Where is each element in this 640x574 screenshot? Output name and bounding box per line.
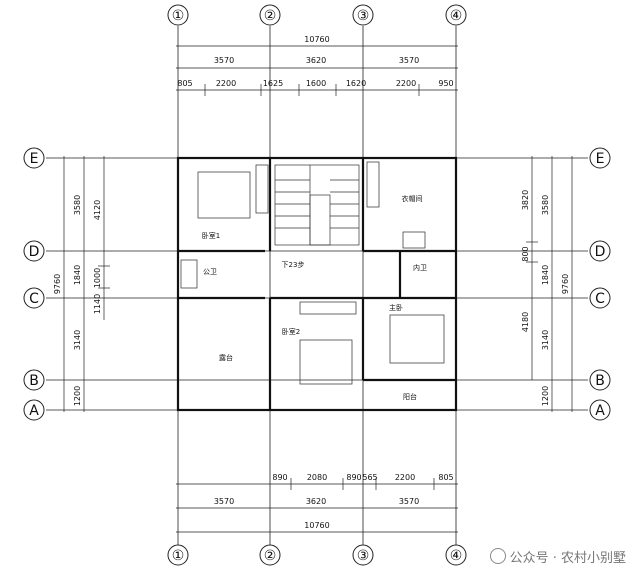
room-label-bedroom2: 卧室2 [282, 327, 300, 336]
dim-top-seg-2: 2200 [216, 79, 236, 88]
dim-right-total: 9760 [561, 274, 570, 294]
dim-bottom-seg-5: 2200 [395, 473, 415, 482]
dim-right-span-2: 1840 [541, 265, 550, 285]
dim-top-span-3: 3570 [399, 56, 419, 65]
axis-bubble-2-top [259, 4, 281, 26]
dim-bottom-seg-2: 2080 [307, 473, 327, 482]
room-label-master: 主卧 [389, 303, 403, 312]
grid-lines [46, 26, 588, 545]
axis-bubble-3-bottom [352, 544, 374, 566]
dim-top-total: 10760 [304, 35, 329, 44]
dim-left-span-2: 1840 [73, 265, 82, 285]
dim-top-seg-6: 2200 [396, 79, 416, 88]
axis-label-C-right: C [595, 291, 605, 307]
watermark-text: 公众号 · 农村小别墅 [509, 551, 626, 566]
dim-left-inner-2: 1000 [93, 268, 102, 288]
dim-left-total: 9760 [53, 274, 62, 294]
axis-label-4-bottom: ④ [450, 548, 463, 564]
wechat-icon [489, 548, 506, 564]
room-label-closet: 衣帽间 [402, 194, 423, 203]
axis-bubble-4-top [445, 4, 467, 26]
axis-label-A-right: A [595, 403, 605, 419]
axis-label-C-left: C [29, 291, 39, 307]
room-label-balcony: 阳台 [403, 392, 417, 401]
axis-label-D-left: D [29, 244, 40, 260]
dim-left-span-1: 3580 [73, 195, 82, 215]
dim-left-inner-3: 1140 [93, 294, 102, 314]
room-label-public-bath: 公卫 [203, 268, 217, 276]
dim-left-inner-1: 4120 [93, 200, 102, 220]
dim-right-inner-2: 800 [521, 246, 530, 261]
dimension-lines-top [176, 45, 458, 96]
dim-right-span-4: 1200 [541, 386, 550, 406]
dimension-lines-bottom [176, 478, 458, 533]
dim-right-span-1: 3580 [541, 195, 550, 215]
dim-right-inner-1: 3820 [521, 190, 530, 210]
axis-label-3-bottom: ③ [357, 548, 370, 564]
axis-label-3-top: ③ [357, 8, 370, 24]
dim-top-seg-5: 1620 [346, 79, 366, 88]
axis-label-1-top: ① [172, 8, 185, 24]
dim-bottom-seg-3: 890 [346, 473, 361, 482]
axis-label-4-top: ④ [450, 8, 463, 24]
axis-bubble-1-bottom [167, 544, 189, 566]
dim-bottom-seg-6: 805 [438, 473, 453, 482]
axis-label-A-left: A [29, 403, 39, 419]
axis-label-E-left: E [30, 151, 39, 167]
dim-right-span-3: 3140 [541, 330, 550, 350]
axis-label-2-top: ② [264, 8, 277, 24]
dim-bottom-span-1: 3570 [214, 497, 234, 506]
furniture [180, 161, 445, 385]
room-label-bedroom1: 卧室1 [202, 231, 220, 240]
dim-bottom-seg-4: 565 [362, 473, 377, 482]
axis-label-D-right: D [595, 244, 606, 260]
bed-icon [299, 339, 353, 385]
room-label-terrace: 露台 [219, 353, 233, 362]
wardrobe-icon [366, 161, 380, 208]
dim-top-span-1: 3570 [214, 56, 234, 65]
dim-bottom-seg-1: 890 [272, 473, 287, 482]
dim-bottom-span-2: 3620 [306, 497, 326, 506]
washbasin-icon [402, 231, 426, 249]
walls [176, 156, 458, 412]
room-label-inner-bath: 内卫 [413, 263, 427, 272]
axis-label-B-right: B [595, 373, 605, 389]
axis-label-B-left: B [29, 373, 39, 389]
dim-top-seg-7: 950 [438, 79, 453, 88]
axis-bubble-2-bottom [259, 544, 281, 566]
dim-top-seg-4: 1600 [306, 79, 326, 88]
axis-label-1-bottom: ① [172, 548, 185, 564]
axis-bubble-1-top [167, 4, 189, 26]
dim-top-seg-1: 805 [177, 79, 192, 88]
room-label-stairs: 下23步 [282, 261, 305, 269]
axis-label-2-bottom: ② [264, 548, 277, 564]
axis-bubble-4-bottom [445, 544, 467, 566]
staircase [274, 164, 360, 246]
axis-label-E-right: E [596, 151, 605, 167]
axis-bubble-3-top [352, 4, 374, 26]
dim-top-span-2: 3620 [306, 56, 326, 65]
bed-icon [389, 314, 445, 364]
dim-bottom-total: 10760 [304, 521, 329, 530]
toilet-icon [180, 259, 198, 289]
dim-left-span-4: 1200 [73, 386, 82, 406]
dim-top-seg-3: 1625 [263, 79, 283, 88]
dimension-lines-sides [63, 156, 573, 412]
dim-left-span-3: 3140 [73, 330, 82, 350]
watermark: 公众号 · 农村小别墅 [489, 547, 626, 566]
dim-bottom-span-3: 3570 [399, 497, 419, 506]
wardrobe-icon [255, 164, 269, 214]
wardrobe-icon [299, 301, 357, 315]
dim-right-inner-3: 4180 [521, 312, 530, 332]
bed-icon [197, 171, 251, 219]
